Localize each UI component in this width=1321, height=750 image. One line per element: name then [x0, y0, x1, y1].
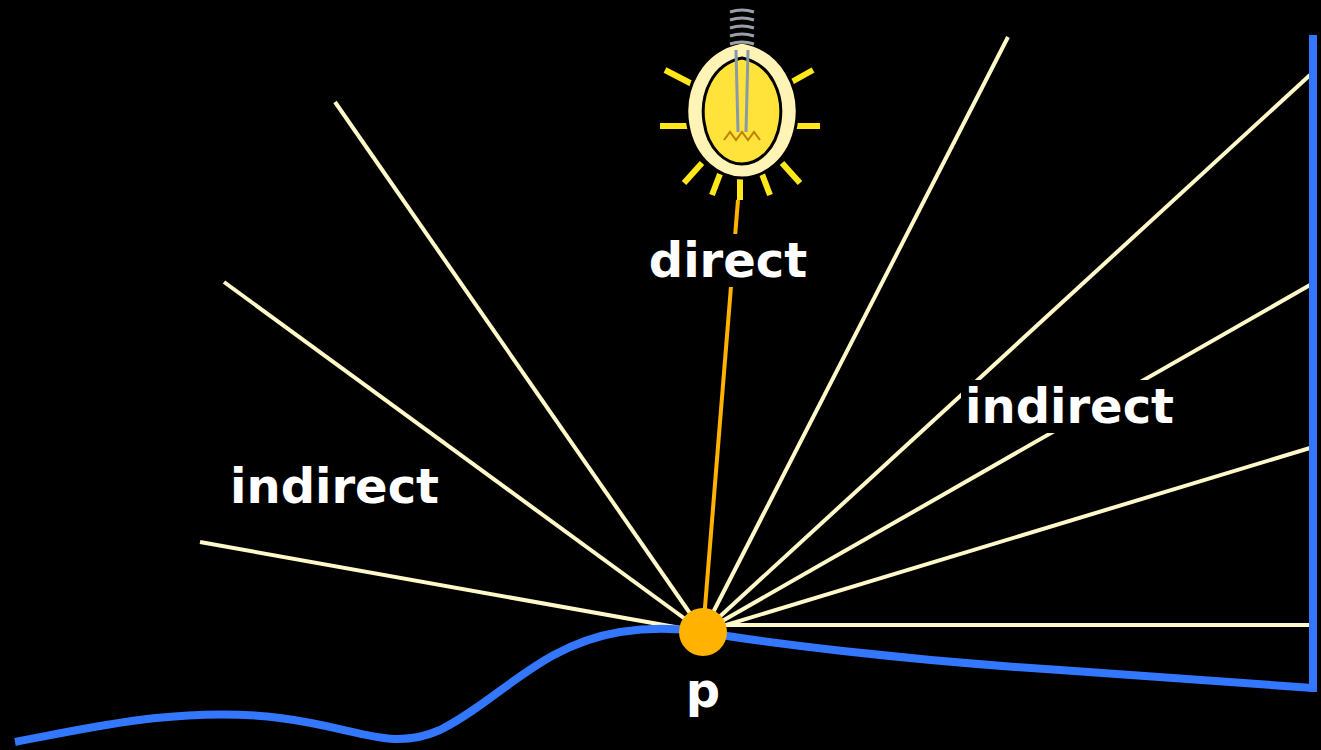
wall	[1309, 35, 1317, 692]
surface	[15, 629, 1313, 742]
ray	[703, 285, 1310, 632]
ray	[200, 542, 703, 632]
ray-label: direct	[645, 234, 811, 287]
light-bulb	[660, 10, 820, 200]
ray	[703, 623, 1310, 627]
ray	[703, 448, 1310, 632]
ray	[703, 75, 1310, 632]
point-p	[679, 608, 727, 656]
ray-label: indirect	[961, 380, 1178, 433]
ray-label: indirect	[226, 460, 443, 513]
ray	[224, 282, 703, 632]
ray	[335, 102, 703, 632]
indirect-rays	[200, 37, 1310, 632]
point-label: p	[682, 664, 724, 717]
